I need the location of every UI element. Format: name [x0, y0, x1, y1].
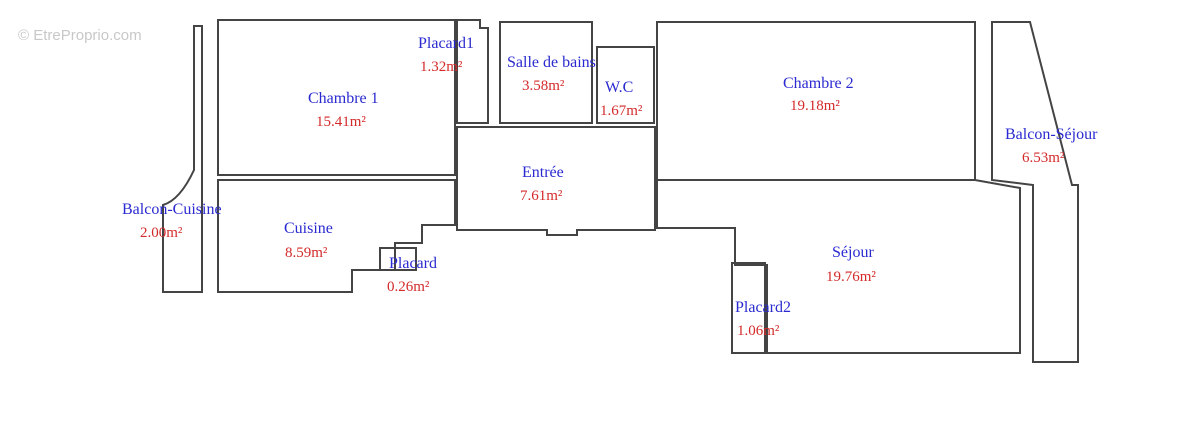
room-sejour: Séjour 19.76m²: [826, 244, 876, 285]
room-name: Cuisine: [284, 220, 333, 237]
room-placard2: Placard2 1.06m²: [735, 299, 791, 339]
watermark-text: © EtreProprio.com: [18, 27, 142, 44]
room-entree: Entrée 7.61m²: [520, 164, 564, 204]
room-area: 2.00m²: [140, 225, 183, 241]
room-area: 8.59m²: [285, 245, 328, 261]
room-wc: W.C 1.67m²: [600, 79, 643, 119]
room-area: 19.18m²: [790, 98, 840, 114]
room-placard1: Placard1 1.32m²: [418, 35, 474, 75]
room-name: Balcon-Cuisine: [122, 201, 222, 218]
room-name: Placard1: [418, 35, 474, 52]
room-name: Salle de bains: [507, 54, 596, 71]
room-balcon-sejour: Balcon-Séjour 6.53m²: [1005, 126, 1098, 166]
room-area: 3.58m²: [522, 78, 565, 94]
room-area: 19.76m²: [826, 269, 876, 285]
room-chambre-2: Chambre 2 19.18m²: [783, 75, 854, 114]
room-area: 15.41m²: [316, 114, 366, 130]
room-name: W.C: [605, 79, 633, 96]
room-salle-de-bains: Salle de bains 3.58m²: [507, 54, 596, 94]
room-balcon-cuisine: Balcon-Cuisine 2.00m²: [122, 201, 222, 241]
room-area: 0.26m²: [387, 279, 430, 295]
walls: [162, 19, 1079, 363]
room-area: 1.67m²: [600, 103, 643, 119]
room-area: 1.06m²: [737, 323, 780, 339]
room-area: 1.32m²: [420, 59, 463, 75]
room-name: Placard: [389, 255, 437, 272]
room-name: Séjour: [832, 244, 874, 261]
room-name: Chambre 2: [783, 75, 854, 92]
room-area: 7.61m²: [520, 188, 563, 204]
room-placard: Placard 0.26m²: [387, 255, 437, 295]
room-cuisine: Cuisine 8.59m²: [284, 220, 333, 261]
room-name: Placard2: [735, 299, 791, 316]
room-chambre-1: Chambre 1 15.41m²: [308, 90, 379, 130]
room-name: Chambre 1: [308, 90, 379, 107]
room-name: Balcon-Séjour: [1005, 126, 1098, 143]
room-area: 6.53m²: [1022, 150, 1065, 166]
room-name: Entrée: [522, 164, 564, 181]
